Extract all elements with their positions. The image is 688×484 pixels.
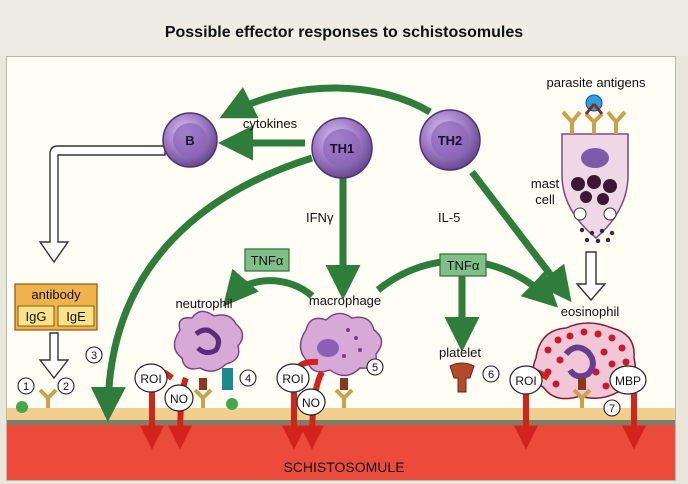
ifn-gamma-label: IFNγ xyxy=(306,210,334,225)
marker-3 xyxy=(85,346,103,364)
marker-5 xyxy=(366,358,384,376)
marker-3-label: 3 xyxy=(91,350,97,362)
roi-bubble-neutrophil xyxy=(134,363,168,393)
marker-6-label: 6 xyxy=(488,369,494,381)
no-bubble-neutrophil xyxy=(164,384,194,412)
roi-label-1: ROI xyxy=(140,372,161,386)
neutrophil-cell xyxy=(173,310,244,372)
b-cell-label: B xyxy=(185,133,194,148)
tnf-box-right xyxy=(439,253,487,277)
no-label-1: NO xyxy=(170,392,188,406)
roi-bubble-macrophage xyxy=(276,363,310,393)
th1-cell-label: TH1 xyxy=(330,141,355,156)
mast-cell-label-line1: mast xyxy=(531,176,560,191)
platelet-cell xyxy=(449,362,475,393)
tnf-box-left xyxy=(244,248,290,272)
tnf-right-label: TNFα xyxy=(447,258,480,273)
arrow-th1-to-surface xyxy=(90,154,314,422)
arrow-antibody-to-receptor xyxy=(38,332,70,380)
marker-7-label: 7 xyxy=(609,403,615,415)
mast-cell xyxy=(561,133,629,244)
no-label-2: NO xyxy=(302,396,320,410)
tnf-left-label: TNFα xyxy=(251,253,284,268)
parasite-antigens-label: parasite antigens xyxy=(546,75,646,90)
antibody-label: antibody xyxy=(31,287,81,302)
platelet-label: platelet xyxy=(439,345,481,360)
cytokines-label: cytokines xyxy=(243,116,298,131)
no-bubble-macrophage xyxy=(296,388,326,416)
ige-label: IgE xyxy=(66,309,86,324)
roi-label-3: ROI xyxy=(515,374,536,388)
marker-4-label: 4 xyxy=(245,373,251,385)
arrow-mast-to-eosinophil xyxy=(575,251,607,302)
arrow-th2-to-b xyxy=(219,84,432,119)
mbp-bubble-eosinophil xyxy=(609,365,647,395)
marker-1-label: 1 xyxy=(23,381,29,393)
roi-label-2: ROI xyxy=(282,372,303,386)
roi-bubble-eosinophil xyxy=(509,365,543,395)
membrane-line xyxy=(7,420,675,425)
schistosomule-label: SCHISTOSOMULE xyxy=(283,459,404,475)
diagram-title: Possible effector responses to schistoso… xyxy=(164,24,524,41)
macrophage-cell xyxy=(299,312,383,377)
marker-2-label: 2 xyxy=(63,381,69,393)
ige-receptors-on-mast-cell xyxy=(561,110,627,134)
mast-cell-label-line2: cell xyxy=(535,192,555,207)
schistosomule-band xyxy=(7,425,675,480)
marker-1 xyxy=(17,377,35,395)
eosinophil-label: eosinophil xyxy=(561,304,620,319)
marker-2 xyxy=(57,377,75,395)
neutrophil-label: neutrophil xyxy=(175,296,232,311)
marker-5-label: 5 xyxy=(372,362,378,374)
tissue-band xyxy=(7,408,675,422)
macrophage-label: macrophage xyxy=(309,293,381,308)
marker-6 xyxy=(482,365,500,383)
th2-cell-label: TH2 xyxy=(438,133,463,148)
arrow-macrophage-to-neutrophil xyxy=(222,268,315,307)
mbp-label: MBP xyxy=(615,374,641,388)
arrow-b-to-antibody xyxy=(38,138,166,264)
igg-label: IgG xyxy=(26,309,47,324)
marker-7 xyxy=(603,399,621,417)
il5-label: IL-5 xyxy=(438,210,460,225)
marker-4 xyxy=(239,369,257,387)
surface-receptors xyxy=(38,388,592,408)
title-bar xyxy=(0,0,688,56)
